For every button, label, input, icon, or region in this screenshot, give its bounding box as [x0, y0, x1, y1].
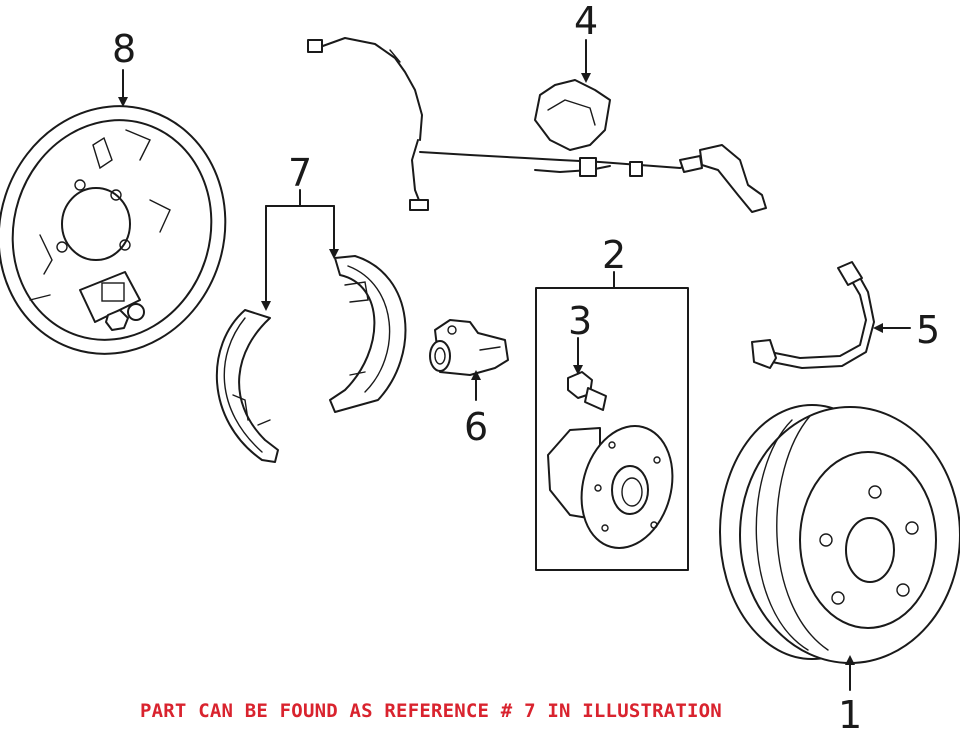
brake-shoes-part [215, 255, 407, 463]
callout-3: 3 [568, 299, 592, 343]
callout-5: 5 [916, 308, 940, 352]
brake-hose-part [751, 261, 875, 369]
callout-2: 2 [602, 233, 626, 277]
hub-assembly-part [535, 287, 689, 571]
callout-1: 1 [838, 693, 862, 731]
callout-labels: 8 7 4 2 3 6 5 1 [112, 0, 940, 731]
callout-6: 6 [464, 405, 488, 449]
callout-7: 7 [288, 151, 312, 195]
callout-8: 8 [112, 27, 136, 71]
backing-plate-part [0, 105, 227, 355]
callout-4: 4 [574, 0, 598, 43]
reference-note: PART CAN BE FOUND AS REFERENCE # 7 IN IL… [140, 700, 722, 722]
abs-wiring-part [307, 37, 767, 213]
wheel-cylinder-part [429, 319, 509, 376]
brake-drum-part [719, 404, 960, 664]
leader-lines [118, 39, 911, 691]
